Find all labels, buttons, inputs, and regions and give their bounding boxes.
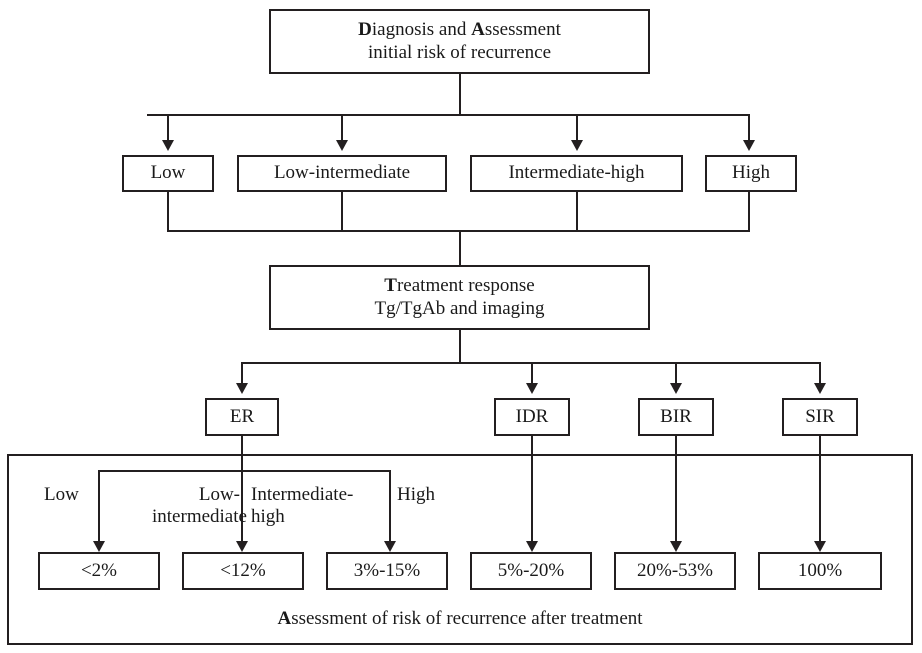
connector-bus-er-substratify — [98, 470, 390, 472]
outcome-box-lt2: <2% — [38, 552, 160, 590]
risk-box-high-label: High — [732, 162, 770, 184]
outcome-frame — [7, 454, 913, 645]
outcome-box-100: 100% — [758, 552, 882, 590]
risk-box-high: High — [705, 155, 797, 192]
outcome-box-lt12-value: <12% — [220, 559, 266, 581]
arrow-to-er — [236, 383, 248, 394]
arrow-to-low — [162, 140, 174, 151]
connector-drop-idr — [531, 362, 533, 385]
er-sublabel-low-intermediate-line2: intermediate — [152, 505, 247, 527]
er-sublabel-intermediate-high: Intermediate- high — [251, 484, 353, 527]
diagnosis-line1-tail: ssessment — [484, 19, 561, 41]
outcome-box-5-20: 5%-20% — [470, 552, 592, 590]
connector-drop-er-low-intermediate — [241, 470, 243, 543]
connector-er-descend — [241, 436, 243, 472]
outcome-box-20-53: 20%-53% — [614, 552, 736, 590]
connector-merge-bus-risk — [167, 230, 750, 232]
connector-drop-low-intermediate — [341, 114, 343, 142]
arrow-to-outcome-3-15 — [384, 541, 396, 552]
connector-stub-low — [167, 192, 169, 232]
arrow-to-outcome-5-20 — [526, 541, 538, 552]
connector-drop-idr-outcome — [531, 436, 533, 543]
er-sublabel-low-text: Low — [44, 484, 79, 505]
response-box-er-label: ER — [229, 405, 255, 427]
arrow-to-outcome-lt2 — [93, 541, 105, 552]
risk-box-intermediate-high: Intermediate-high — [470, 155, 683, 192]
response-box-bir: BIR — [638, 398, 714, 436]
outcome-box-20-53-value: 20%-53% — [637, 559, 713, 581]
er-sublabel-low: Low — [44, 484, 79, 506]
connector-merge-trunk-treatment — [459, 230, 461, 266]
risk-box-intermediate-high-label: Intermediate-high — [508, 162, 645, 184]
diagnosis-assessment-box: Diagnosis and Assessment initial risk of… — [269, 9, 650, 74]
response-box-idr-label: IDR — [515, 405, 549, 427]
risk-box-low-intermediate-label: Low-intermediate — [273, 162, 411, 184]
connector-drop-er — [241, 362, 243, 385]
outcome-box-100-value: 100% — [797, 559, 843, 581]
treatment-bold-initial: T — [384, 275, 397, 297]
outcome-frame-caption: Assessment of risk of recurrence after t… — [7, 608, 913, 630]
connector-stub-intermediate-high — [576, 192, 578, 232]
response-box-sir-label: SIR — [805, 405, 835, 427]
arrow-to-sir — [814, 383, 826, 394]
er-sublabel-low-intermediate-line1: Low- — [198, 484, 240, 505]
connector-drop-bir-outcome — [675, 436, 677, 543]
risk-box-low-label: Low — [150, 162, 186, 184]
response-box-er: ER — [205, 398, 279, 436]
connector-drop-intermediate-high — [576, 114, 578, 142]
treatment-response-line2: Tg/TgAb and imaging — [374, 297, 545, 319]
outcome-box-lt12: <12% — [182, 552, 304, 590]
treatment-response-box: Treatment response Tg/TgAb and imaging — [269, 265, 650, 330]
er-sublabel-intermediate-high-line1: Intermediate- — [251, 484, 354, 505]
connector-stub-low-intermediate — [341, 192, 343, 232]
diagnosis-assessment-line1: Diagnosis and Assessment — [358, 19, 561, 41]
diagnosis-line1-rest: iagnosis and — [371, 19, 472, 41]
arrow-to-intermediate-high — [571, 140, 583, 151]
assessment-bold-initial: A — [471, 19, 485, 41]
connector-drop-sir — [819, 362, 821, 385]
connector-drop-low — [167, 114, 169, 142]
connector-drop-high — [748, 114, 750, 142]
connector-drop-er-low — [98, 470, 100, 543]
connector-drop-bir — [675, 362, 677, 385]
treatment-response-line1: Treatment response — [384, 275, 534, 297]
response-box-bir-label: BIR — [660, 405, 692, 427]
er-sublabel-high-text: High — [397, 484, 435, 505]
arrow-to-high — [743, 140, 755, 151]
risk-box-low-intermediate: Low-intermediate — [237, 155, 447, 192]
outcome-box-5-20-value: 5%-20% — [497, 559, 565, 581]
caption-bold-initial: A — [277, 608, 292, 629]
response-box-sir: SIR — [782, 398, 858, 436]
outcome-box-3-15-value: 3%-15% — [353, 559, 421, 581]
diagnosis-bold-initial: D — [358, 19, 372, 41]
connector-bus-initial-risk — [147, 114, 750, 116]
diagnosis-assessment-line2: initial risk of recurrence — [367, 41, 552, 63]
response-box-idr: IDR — [494, 398, 570, 436]
treatment-line1-rest: reatment response — [396, 275, 535, 297]
er-sublabel-low-intermediate: Low- intermediate — [152, 484, 247, 527]
arrow-to-idr — [526, 383, 538, 394]
arrow-to-outcome-100 — [814, 541, 826, 552]
arrow-to-outcome-lt12 — [236, 541, 248, 552]
connector-stub-high — [748, 192, 750, 232]
er-sublabel-intermediate-high-line2: high — [251, 505, 285, 527]
arrow-to-bir — [670, 383, 682, 394]
er-sublabel-high: High — [397, 484, 435, 506]
connector-drop-er-intermediate-high — [389, 470, 391, 543]
connector-title-trunk — [459, 74, 461, 115]
outcome-box-3-15: 3%-15% — [326, 552, 448, 590]
caption-text: ssessment of risk of recurrence after tr… — [291, 608, 643, 629]
arrow-to-outcome-20-53 — [670, 541, 682, 552]
risk-box-low: Low — [122, 155, 214, 192]
outcome-box-lt2-value: <2% — [80, 559, 118, 581]
connector-treatment-trunk — [459, 330, 461, 363]
connector-drop-sir-outcome — [819, 436, 821, 543]
arrow-to-low-intermediate — [336, 140, 348, 151]
